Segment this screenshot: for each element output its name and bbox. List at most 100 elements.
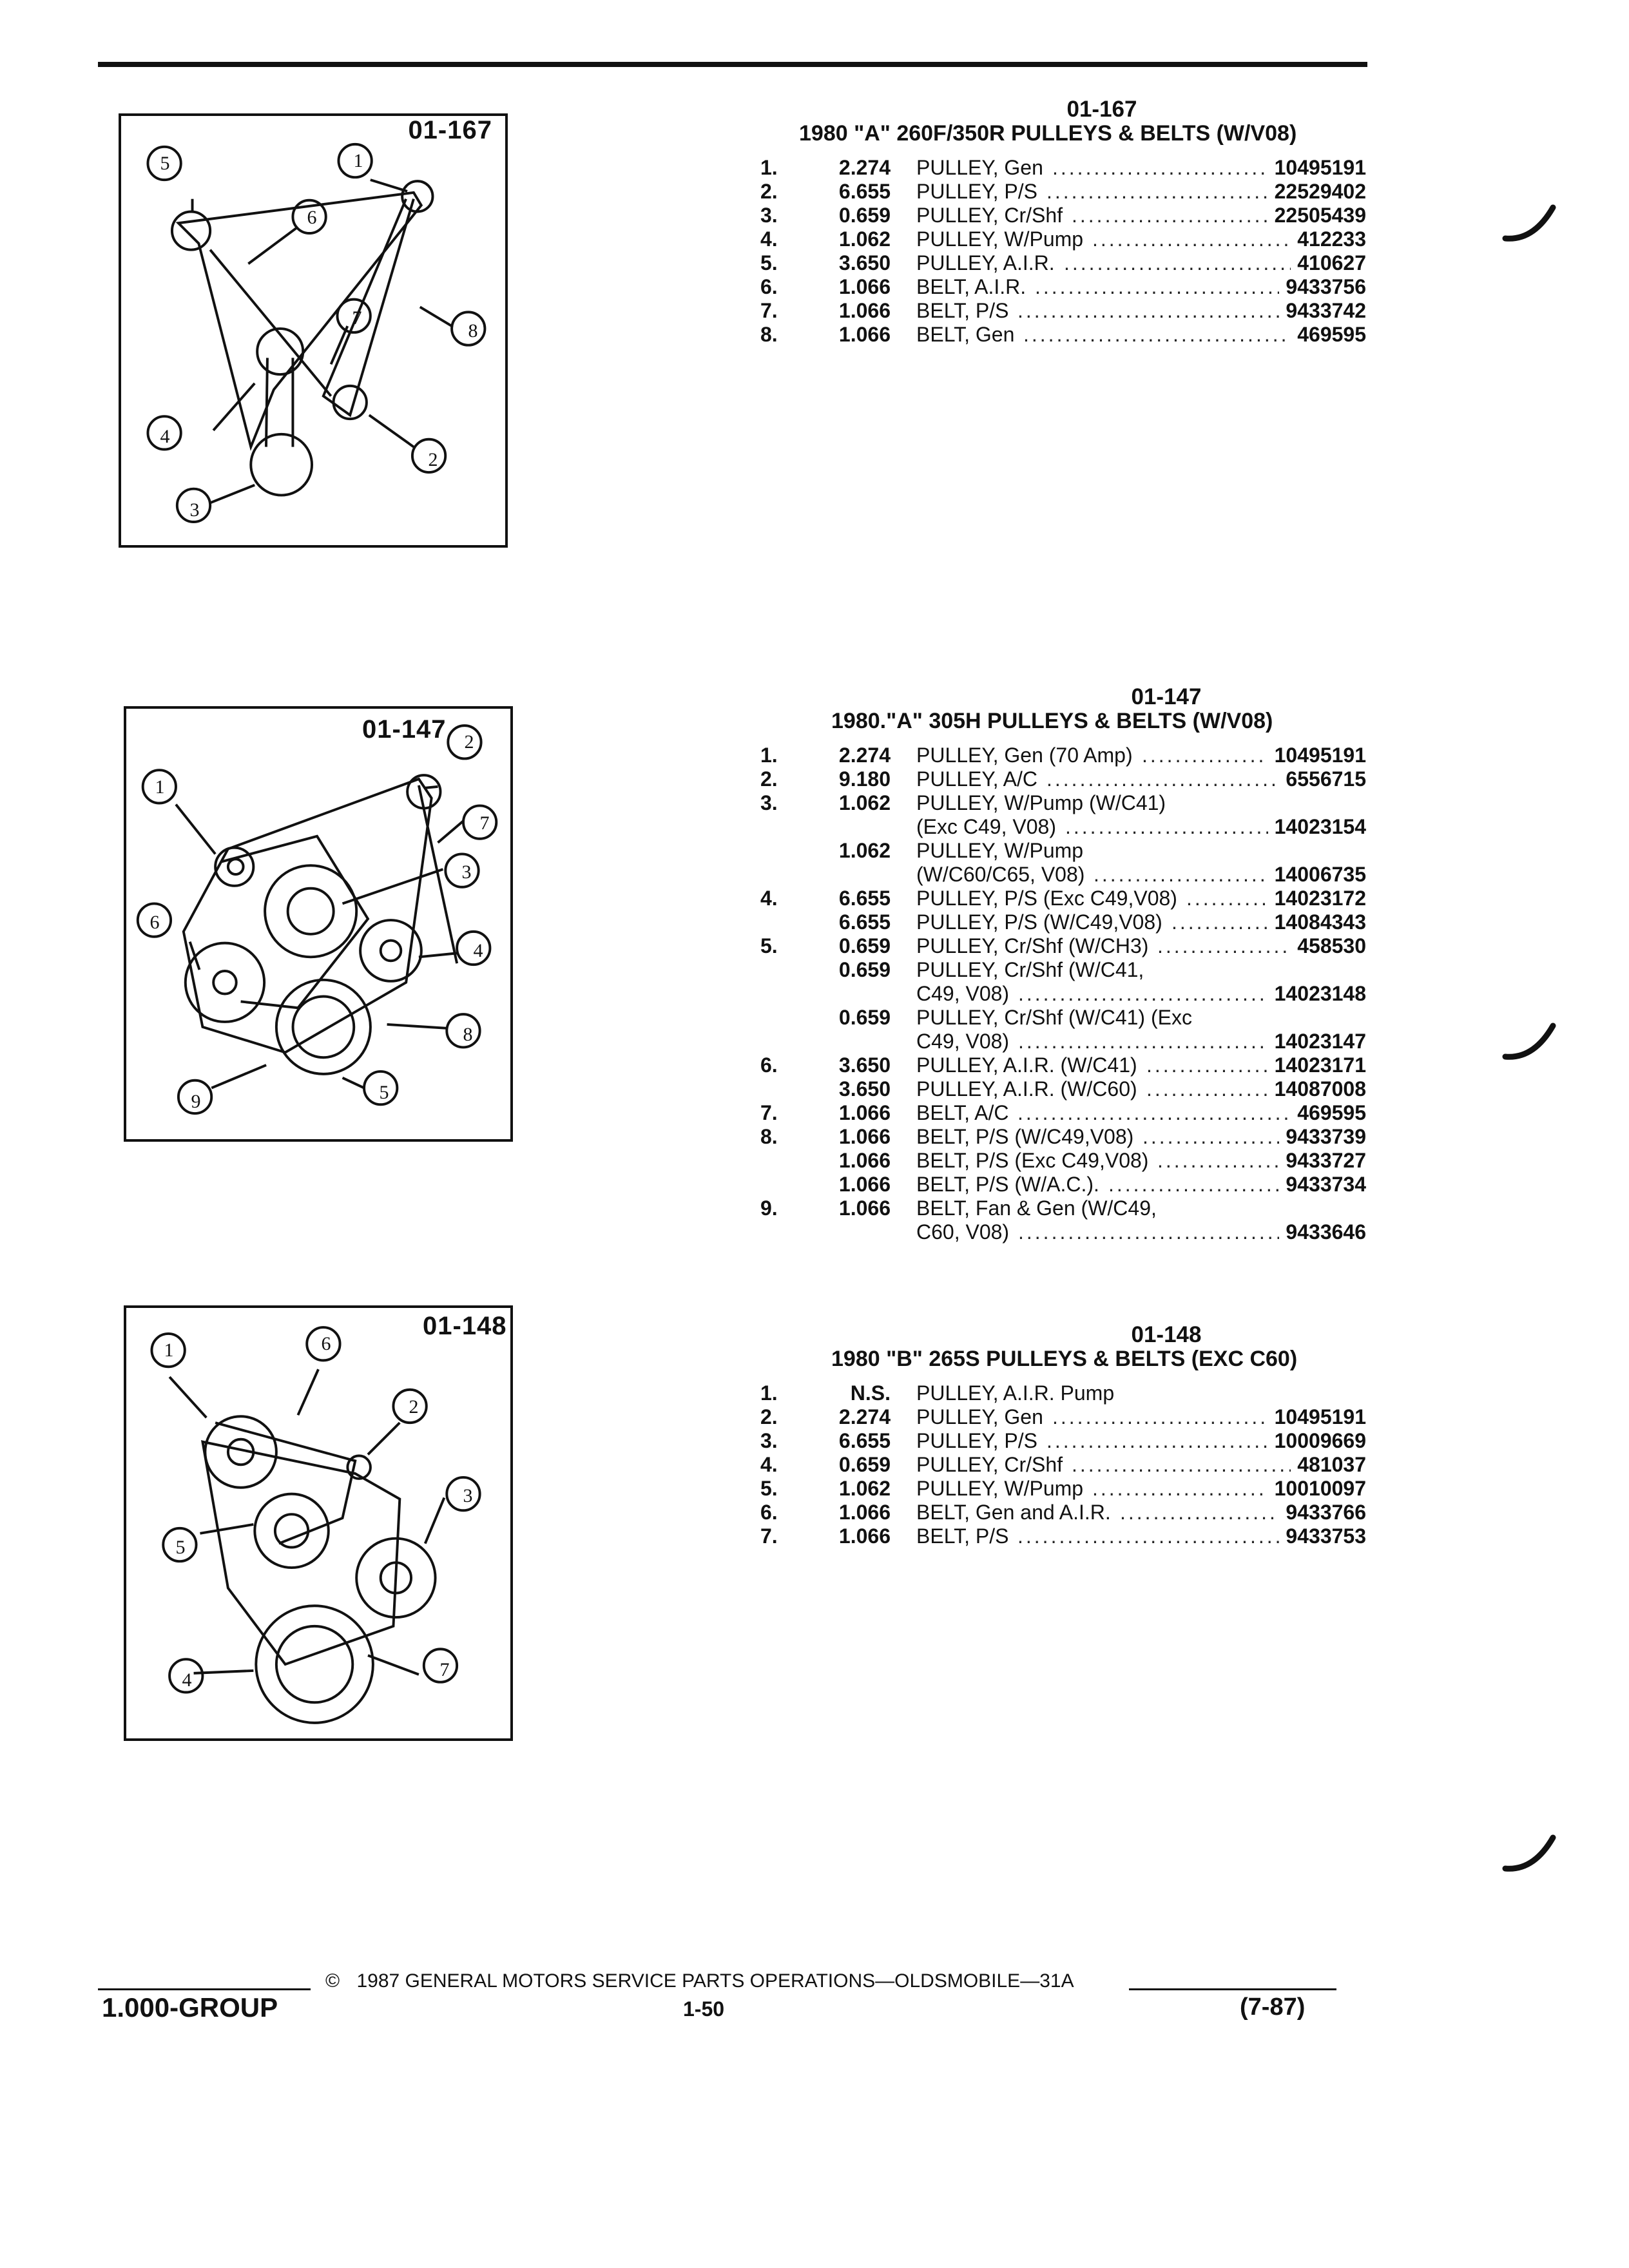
group-number: 1.062 <box>838 227 891 251</box>
top-rule <box>98 62 1367 67</box>
leader-dots: ............... <box>1146 1077 1268 1100</box>
tab-mark-2 <box>1502 1023 1556 1060</box>
section-code: 01-148 <box>1131 1322 1202 1347</box>
callout-number: 6 <box>307 207 317 228</box>
group-number: 1.066 <box>838 1125 891 1148</box>
callout-number: 3 <box>463 1485 473 1506</box>
part-description: PULLEY, Gen <box>916 1405 1043 1428</box>
part-description: PULLEY, Gen (70 Amp) <box>916 744 1133 767</box>
callout-number: 4 <box>160 426 170 447</box>
part-number: 14023147 <box>1274 1030 1366 1053</box>
part-description: PULLEY, P/S <box>916 1429 1037 1452</box>
part-description: (Exc C49, V08) <box>916 815 1056 838</box>
part-description: PULLEY, P/S (Exc C49,V08) <box>916 887 1177 910</box>
leader-dots: ................. <box>1142 1125 1279 1148</box>
part-description: BELT, A/C <box>916 1101 1009 1124</box>
part-description: C49, V08) <box>916 982 1010 1005</box>
group-number: 1.066 <box>838 1524 891 1548</box>
part-number: 22529402 <box>1274 180 1366 203</box>
part-number: 9433742 <box>1286 299 1366 322</box>
item-number: 7. <box>760 1101 778 1124</box>
part-description: PULLEY, Cr/Shf <box>916 204 1063 227</box>
leader-dots: ......................... <box>1092 227 1291 251</box>
table-row: 7. 1.066 BELT, P/S 9433742.................… <box>760 299 1366 323</box>
leader-dots: ................................. <box>1017 299 1279 322</box>
part-number: 9433646 <box>1286 1220 1366 1244</box>
part-description: PULLEY, Cr/Shf (W/C41) (Exc <box>916 1006 1192 1029</box>
part-description: PULLEY, A.I.R. <box>916 251 1055 274</box>
parts-section-01-167: 01-167 1980 "A" 260F/350R PULLEYS & BELT… <box>760 97 1366 354</box>
callout-number: 7 <box>439 1659 450 1680</box>
item-number: 8. <box>760 1125 778 1148</box>
part-description: BELT, P/S <box>916 299 1009 322</box>
callout-number: 6 <box>321 1333 331 1354</box>
part-description: BELT, P/S (W/C49,V08) <box>916 1125 1134 1148</box>
item-number: 2. <box>760 767 778 791</box>
group-number: 3.650 <box>838 1053 891 1077</box>
item-number: 6. <box>760 275 778 298</box>
part-description: PULLEY, W/Pump (W/C41) <box>916 791 1166 814</box>
part-number: 458530 <box>1297 934 1366 957</box>
table-row: 1.N.S.PULLEY, A.I.R. Pump <box>760 1381 1366 1405</box>
part-description: PULLEY, P/S <box>916 180 1037 203</box>
part-description: BELT, P/S (W/A.C.). <box>916 1173 1099 1196</box>
item-number: 7. <box>760 299 778 322</box>
leader-dots: ................................. <box>1017 1524 1279 1548</box>
item-number: 4. <box>760 1453 778 1476</box>
group-number: 6.655 <box>838 887 891 910</box>
group-number: 1.066 <box>838 275 891 298</box>
parts-section-01-148: 01-148 1980 "B" 265S PULLEYS & BELTS (EX… <box>760 1322 1366 1580</box>
group-number: 1.066 <box>838 1101 891 1124</box>
callout-number: 3 <box>461 861 472 883</box>
part-description: PULLEY, A.I.R. Pump <box>916 1381 1115 1405</box>
section-title: 1980 "A" 260F/350R PULLEYS & BELTS (W/V0… <box>799 121 1297 146</box>
group-number: 6.655 <box>838 180 891 203</box>
group-number: 1.066 <box>838 1149 891 1172</box>
table-row: C49, V08)14023147.......................… <box>760 1030 1366 1053</box>
item-number: 3. <box>760 791 778 814</box>
part-number: 10009669 <box>1274 1429 1366 1452</box>
group-number: 6.655 <box>838 910 891 934</box>
group-number: 1.062 <box>838 791 891 814</box>
part-number: 410627 <box>1297 251 1366 274</box>
part-description: BELT, Fan & Gen (W/C49, <box>916 1196 1157 1220</box>
item-number: 4. <box>760 227 778 251</box>
section-code: 01-167 <box>1066 97 1137 122</box>
copyright-text: 1987 GENERAL MOTORS SERVICE PARTS OPERAT… <box>356 1970 1074 1992</box>
part-number: 9433734 <box>1286 1173 1366 1196</box>
table-row: 3. 1.062 PULLEY, W/Pump (W/C41) <box>760 791 1366 815</box>
part-number: 10495191 <box>1274 744 1366 767</box>
leader-dots: ........................... <box>1052 1405 1268 1428</box>
group-number: 2.274 <box>838 156 891 179</box>
part-number: 14023171 <box>1274 1053 1366 1077</box>
callout-number: 2 <box>409 1396 419 1418</box>
group-number: 1.066 <box>838 299 891 322</box>
part-number: 469595 <box>1297 323 1366 346</box>
part-description: C49, V08) <box>916 1030 1010 1053</box>
part-description: PULLEY, Cr/Shf (W/C41, <box>916 958 1144 981</box>
item-number: 5. <box>760 251 778 274</box>
group-number: 0.659 <box>838 1006 891 1029</box>
group-number: 0.659 <box>838 958 891 981</box>
item-number: 1. <box>760 744 778 767</box>
leader-dots: ............................ <box>1046 180 1268 203</box>
item-number: 2. <box>760 180 778 203</box>
leader-dots: ............................... <box>1035 275 1279 298</box>
group-number: 1.066 <box>838 323 891 346</box>
group-number: 0.659 <box>838 1453 891 1476</box>
belt-diagram-01-148-illustration <box>150 1326 481 1724</box>
leader-dots: ............................ <box>1046 1429 1268 1452</box>
table-row: 2. 6.655 PULLEY, P/S 22529402..............… <box>760 180 1366 204</box>
group-number: 0.659 <box>838 934 891 957</box>
group-number: 9.180 <box>838 767 891 791</box>
callout-number: 3 <box>189 499 200 521</box>
leader-dots: .................... <box>1120 1501 1279 1524</box>
leader-dots: ................................ <box>1018 982 1268 1005</box>
